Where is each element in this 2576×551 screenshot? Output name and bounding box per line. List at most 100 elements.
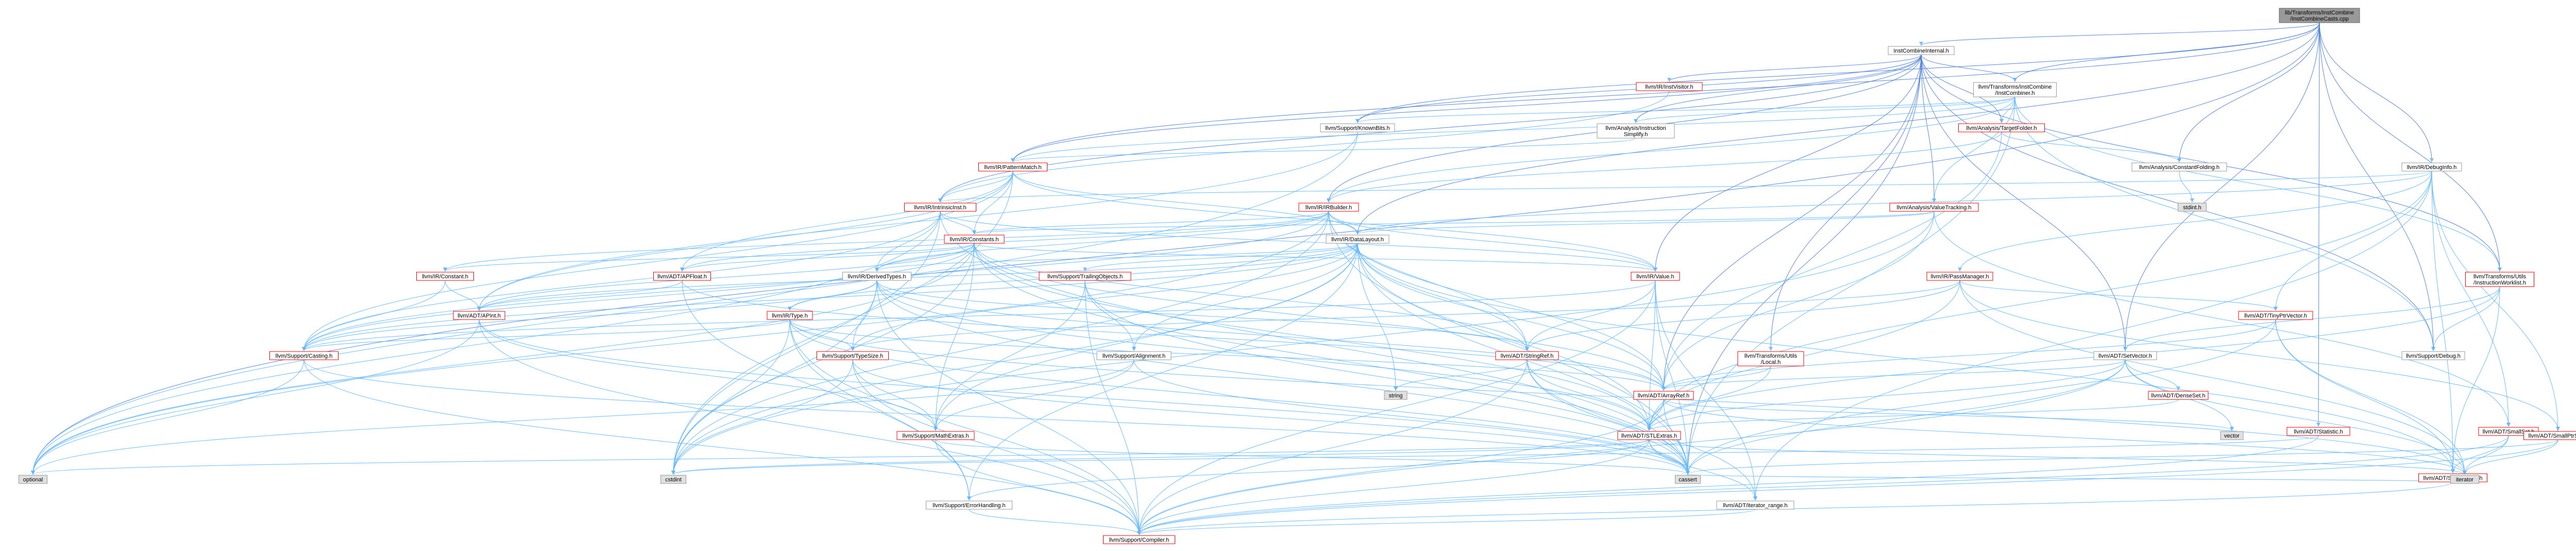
node-derivedtypes[interactable]: llvm/IR/DerivedTypes.h [842, 272, 911, 281]
node-label: llvm/ADT/Statistic.h [2294, 429, 2343, 435]
node-irvalue[interactable]: llvm/IR/Value.h [1631, 272, 1680, 281]
edge-instcombiner-to-cassert [1686, 96, 2015, 475]
edge-instcombiner-to-patternmatch [1011, 96, 2015, 162]
node-patternmatch[interactable]: llvm/IR/PatternMatch.h [978, 162, 1047, 172]
node-string[interactable]: string [1384, 391, 1408, 400]
node-constant[interactable]: llvm/IR/Constant.h [416, 272, 474, 281]
node-box [1958, 123, 2045, 132]
node-typesize[interactable]: llvm/Support/TypeSize.h [817, 351, 889, 360]
node-constants[interactable]: llvm/IR/Constants.h [944, 235, 1005, 244]
node-passmanager[interactable]: llvm/IR/PassManager.h [1926, 272, 1993, 281]
node-label: llvm/Support/Debug.h [2406, 353, 2461, 359]
node-compiler[interactable]: llvm/Support/Compiler.h [1103, 535, 1175, 544]
node-box [904, 203, 976, 212]
node-box [817, 351, 889, 360]
node-ici[interactable]: InstCombineInternal.h [1888, 46, 1955, 55]
edge-instcombiner-to-irbuilder [1327, 96, 2015, 203]
edge-densemap-to-stlextras [1647, 399, 2179, 431]
edge-setvector-to-stlextras [1647, 359, 2126, 431]
edge-datalayout-to-arrayref [1357, 243, 1666, 391]
node-label: llvm/Support/Alignment.h [1103, 353, 1165, 359]
node-iterrange[interactable]: llvm/ADT/iterator_range.h [1716, 500, 1794, 510]
node-optional[interactable]: optional [19, 475, 47, 484]
node-label: llvm/IR/DerivedTypes.h [848, 274, 906, 280]
edge-tracingobjects-to-alignment [1084, 280, 1136, 351]
node-arrayref[interactable]: llvm/ADT/ArrayRef.h [1633, 391, 1694, 400]
node-box [1320, 123, 1395, 132]
edge-errorhandling-to-compiler [969, 509, 1141, 535]
edge-casting-to-compiler [303, 359, 1141, 535]
edge-irbuilder-to-datalayout [1328, 211, 1360, 235]
node-constfolding[interactable]: llvm/Analysis/ConstantFolding.h [2131, 162, 2227, 172]
node-alignment[interactable]: llvm/Support/Alignment.h [1096, 351, 1172, 360]
edge-root-to-patternmatch [1011, 22, 2320, 162]
node-instcombiner[interactable]: llvm/Transforms/InstCombine/InstCombiner… [1973, 82, 2057, 97]
node-label: /InstCombineCasts.cpp [2290, 16, 2349, 22]
node-label: llvm/IR/Constants.h [950, 237, 998, 243]
node-datalayout[interactable]: llvm/IR/DataLayout.h [1326, 235, 1389, 244]
node-box [2220, 431, 2244, 440]
node-irbuilder[interactable]: llvm/IR/IRBuilder.h [1298, 203, 1359, 212]
node-irtype[interactable]: llvm/IR/Type.h [767, 311, 813, 320]
node-box [842, 272, 911, 281]
edge-root-to-setvector [2123, 22, 2320, 351]
node-vector[interactable]: vector [2220, 431, 2244, 440]
node-box [2465, 272, 2534, 287]
node-setvector[interactable]: llvm/ADT/SetVector.h [2093, 351, 2157, 360]
edge-irvalue-to-stringref [1525, 280, 1656, 351]
node-stdint[interactable]: stdint.h [2178, 203, 2207, 212]
node-smallptrset[interactable]: llvm/ADT/SmallPtrSet.h [2523, 431, 2576, 440]
edge-irbuilder-to-derivedtypes [875, 211, 1329, 272]
edge-patternmatch-to-cstdint [671, 171, 1013, 475]
node-instworklist[interactable]: llvm/Transforms/Utils/InstructionWorklis… [2465, 272, 2534, 287]
node-valuetracking[interactable]: llvm/Analysis/ValueTracking.h [1889, 203, 1979, 212]
node-knownbits[interactable]: llvm/Support/KnownBits.h [1320, 123, 1395, 132]
node-instvisitor[interactable]: llvm/IR/InstVisitor.h [1636, 82, 1703, 91]
node-targetfolder[interactable]: llvm/Analysis/TargetFolder.h [1958, 123, 2045, 132]
edge-datalayout-to-cstdint [671, 243, 1358, 475]
edge-instcombiner-to-instsimplify [1634, 96, 2015, 123]
node-iterator[interactable]: iterator [2450, 475, 2479, 484]
node-root[interactable]: lib/Transforms/InstCombine/InstCombineCa… [2279, 8, 2360, 23]
node-label: llvm/IR/InstVisitor.h [1645, 84, 1693, 90]
node-statistic[interactable]: llvm/ADT/Statistic.h [2286, 427, 2350, 436]
node-apfloat[interactable]: llvm/ADT/APFloat.h [653, 272, 711, 281]
edge-alignment-to-cassert [1133, 359, 1690, 475]
edge-tinyptrvector-to-cassert [1686, 319, 2276, 475]
node-debuginfo[interactable]: llvm/IR/DebugInfo.h [2401, 162, 2462, 172]
node-box [1888, 46, 1955, 55]
node-label: llvm/Support/TrailingObjects.h [1047, 274, 1123, 280]
node-stlextras[interactable]: llvm/ADT/STLExtras.h [1617, 431, 1681, 440]
node-utilslocal[interactable]: llvm/Transforms/Utils/Local.h [1737, 351, 1804, 366]
node-supportdebug[interactable]: llvm/Support/Debug.h [2401, 351, 2465, 360]
edge-root-to-constfolding [2177, 22, 2320, 162]
node-errorhandling[interactable]: llvm/Support/ErrorHandling.h [926, 500, 1012, 510]
node-tinyptrvector[interactable]: llvm/ADT/TinyPtrVector.h [2238, 311, 2313, 320]
node-cassert[interactable]: cassert [1675, 475, 1701, 484]
node-casting[interactable]: llvm/Support/Casting.h [269, 351, 338, 360]
edge-patternmatch-to-constants [972, 171, 1013, 235]
edge-mathextras-to-cassert [935, 439, 1690, 475]
edge-irtype-to-arrayref [789, 319, 1666, 391]
node-cstdint[interactable]: cstdint [660, 475, 686, 484]
node-densemap[interactable]: llvm/ADT/DenseSet.h [2148, 391, 2209, 400]
edge-apint-to-mathextras [479, 319, 938, 431]
edge-stlextras-to-iterator [1649, 439, 2467, 475]
node-mathextras[interactable]: llvm/Support/MathExtras.h [896, 431, 975, 440]
edge-patternmatch-to-intrinsicinst [938, 171, 1013, 203]
edge-stlextras-to-iterrange [1649, 439, 1757, 500]
node-box [416, 272, 474, 281]
node-stringref[interactable]: llvm/ADT/StringRef.h [1495, 351, 1559, 360]
node-box [2401, 162, 2462, 172]
edge-mathextras-to-compiler [935, 439, 1141, 535]
node-label: llvm/IR/PatternMatch.h [984, 164, 1041, 171]
node-tracingobjects[interactable]: llvm/Support/TrailingObjects.h [1039, 272, 1131, 281]
node-intrinsicinst[interactable]: llvm/IR/IntrinsicInst.h [904, 203, 976, 212]
edge-apfloat-to-arrayref [682, 280, 1666, 391]
edge-ici-to-instsimplify [1634, 54, 1922, 123]
edge-debuginfo-to-stlextras [1647, 171, 2432, 431]
node-apint[interactable]: llvm/ADT/APInt.h [453, 311, 505, 320]
edge-ici-to-utilslocal [1769, 54, 1922, 351]
edge-ici-to-patternmatch [1011, 54, 1922, 162]
